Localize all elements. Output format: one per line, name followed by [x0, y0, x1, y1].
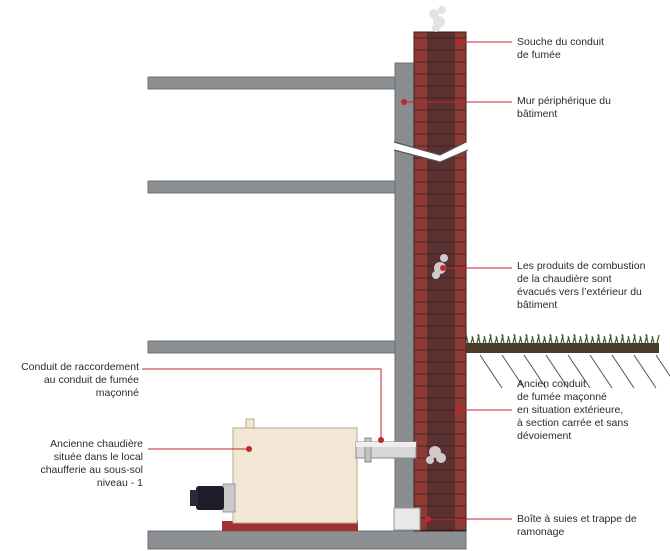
basement-floor [147, 530, 467, 550]
callout-lines [142, 39, 512, 522]
masonry-chimney [413, 31, 467, 532]
ground-terrain [465, 333, 670, 389]
floor-slab-lower [147, 340, 396, 354]
label-soot-box: Boîte à suies et trappe de ramonage [517, 513, 637, 538]
smoke-top [429, 6, 446, 32]
peripheral-wall [394, 62, 416, 532]
label-peripheral-wall: Mur périphérique du bâtiment [517, 95, 611, 120]
label-connecting-flue: Conduit de raccordement au conduit de fu… [21, 361, 139, 399]
label-old-boiler: Ancienne chaudière située dans le local … [40, 438, 143, 489]
label-combustion-products: Les produits de combustion de la chaudiè… [517, 260, 646, 311]
old-boiler [190, 418, 358, 531]
label-old-flue: Ancien conduit de fumée maçonné en situa… [517, 378, 629, 442]
break-symbol [394, 142, 468, 162]
soot-box [393, 507, 421, 531]
connecting-flue [355, 437, 417, 463]
floor-slab-top [147, 76, 396, 90]
floor-slab-middle [147, 180, 396, 194]
smoke-low [426, 446, 446, 464]
label-chimney-stack: Souche du conduit de fumée [517, 36, 604, 61]
